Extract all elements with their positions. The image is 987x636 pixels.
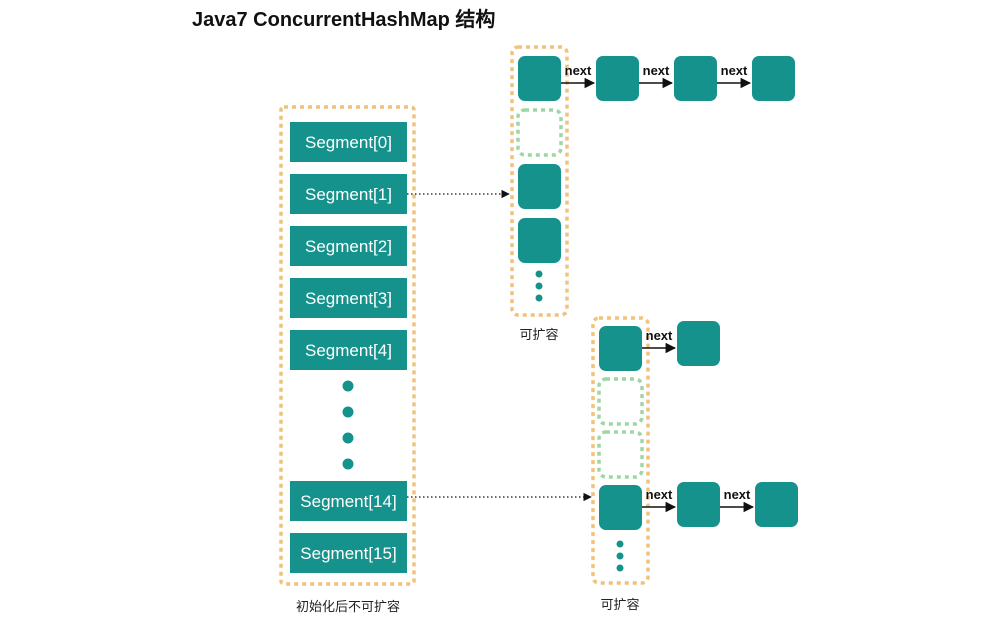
segment-label: Segment[4] — [305, 341, 392, 360]
segment-label: Segment[1] — [305, 185, 392, 204]
segment-15: Segment[15] — [290, 533, 407, 573]
bottom-bucket-3 — [599, 485, 642, 530]
segment-label: Segment[3] — [305, 289, 392, 308]
bottom-node-row1-1 — [677, 321, 720, 366]
top-node-2 — [674, 56, 717, 101]
segment-2: Segment[2] — [290, 226, 407, 266]
bottom-node-row2-1 — [677, 482, 720, 527]
segment-label: Segment[15] — [300, 544, 396, 563]
segment-label: Segment[14] — [300, 492, 396, 511]
next-label: next — [724, 487, 751, 502]
top-bucket-3 — [518, 218, 561, 263]
top-bucket-0 — [518, 56, 561, 101]
segment-array-caption: 初始化后不可扩容 — [296, 599, 400, 614]
segment-4: Segment[4] — [290, 330, 407, 370]
bottom-hash-table-caption: 可扩容 — [600, 597, 639, 612]
next-label: next — [643, 63, 670, 78]
segment-14: Segment[14] — [290, 481, 407, 521]
segment-1: Segment[1] — [290, 174, 407, 214]
bottom-bucket-empty-2 — [597, 430, 644, 479]
top-bucket-ellipsis — [535, 270, 543, 302]
segment-label: Segment[2] — [305, 237, 392, 256]
segment-label: Segment[0] — [305, 133, 392, 152]
top-hash-table-container — [510, 45, 569, 317]
next-label: next — [565, 63, 592, 78]
diagram-title: Java7 ConcurrentHashMap 结构 — [192, 7, 495, 31]
top-node-1 — [596, 56, 639, 101]
top-hash-table-caption: 可扩容 — [519, 327, 558, 342]
next-label: next — [721, 63, 748, 78]
next-label: next — [646, 487, 673, 502]
top-bucket-2 — [518, 164, 561, 209]
segment-ellipsis — [342, 380, 354, 470]
top-node-3 — [752, 56, 795, 101]
next-label: next — [646, 328, 673, 343]
segment-3: Segment[3] — [290, 278, 407, 318]
bottom-bucket-0 — [599, 326, 642, 371]
top-bucket-empty — [516, 108, 563, 157]
bottom-hash-table-container — [591, 316, 650, 585]
bottom-bucket-ellipsis — [616, 540, 624, 572]
segment-0: Segment[0] — [290, 122, 407, 162]
bottom-node-row2-2 — [755, 482, 798, 527]
bottom-bucket-empty-1 — [597, 377, 644, 426]
